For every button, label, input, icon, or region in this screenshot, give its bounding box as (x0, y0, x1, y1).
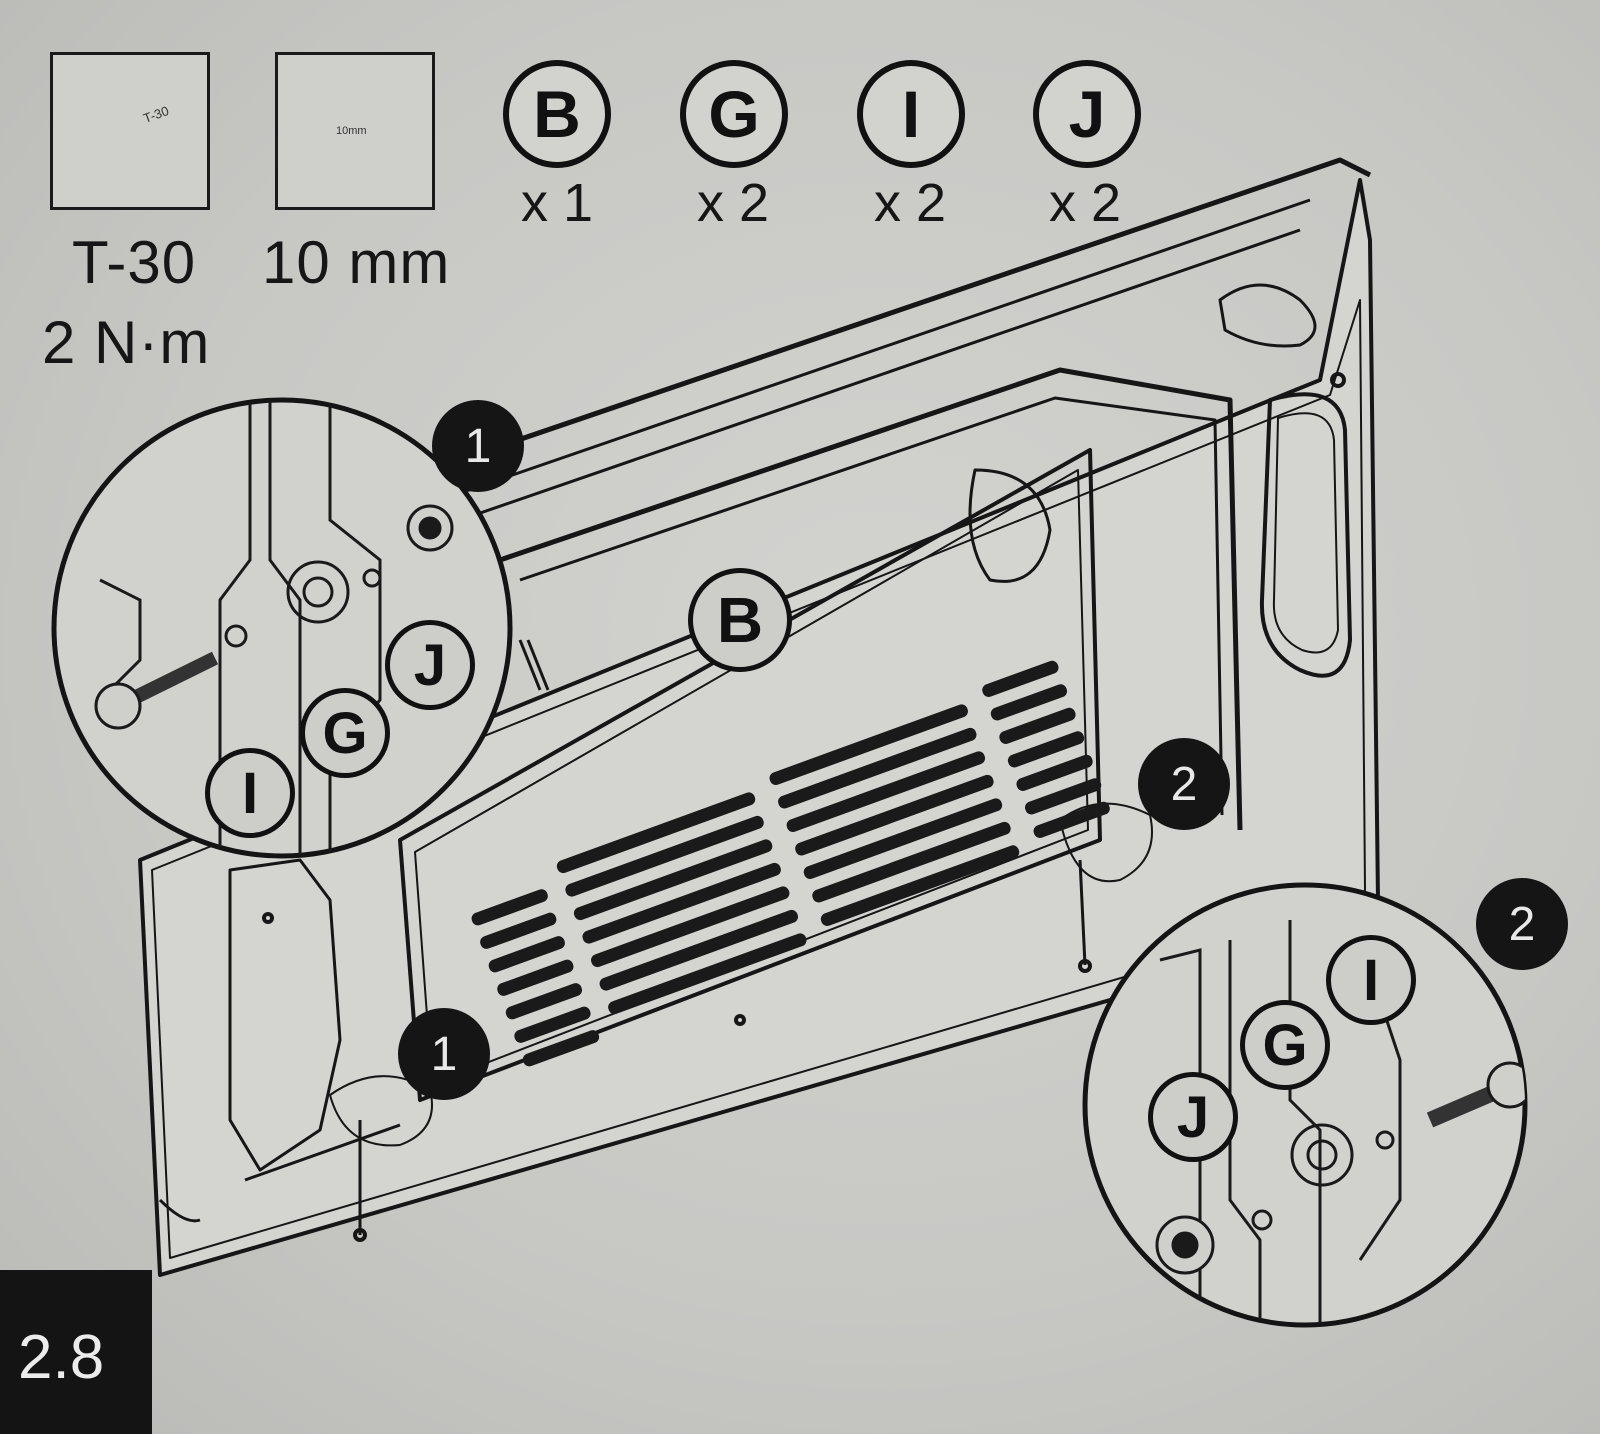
part-g-qty: x 2 (696, 173, 770, 233)
part-i-qty: x 2 (873, 173, 947, 233)
torx-bit-box: T-30 (50, 52, 210, 210)
socket-size-label: 10 mm (262, 229, 451, 296)
zoom-right-part-g: G (1240, 1000, 1330, 1090)
hex-socket-box: 10mm (275, 52, 435, 210)
part-g-circle: G (680, 60, 788, 168)
callout-2-zoom: 2 (1476, 878, 1568, 970)
zoom-left-part-i: I (205, 748, 295, 838)
callout-1-top: 1 (432, 400, 524, 492)
part-b-circle: B (503, 60, 611, 168)
zoom-left-part-g: G (300, 688, 390, 778)
zoom-right-part-j: J (1148, 1072, 1238, 1162)
panel-part-b-label: B (688, 568, 792, 672)
panel-outline (138, 157, 1380, 1277)
vent-slots (471, 660, 1110, 1067)
part-j-circle: J (1033, 60, 1141, 168)
step-number-badge: 2.8 (0, 1270, 152, 1434)
callout-2-panel: 2 (1138, 738, 1230, 830)
part-b-qty: x 1 (520, 173, 594, 233)
torque-label: 2 N·m (42, 309, 211, 376)
zoom-left-part-j: J (385, 620, 475, 710)
zoom-detail-left (51, 397, 513, 859)
callout-1-bottom: 1 (398, 1008, 490, 1100)
part-i-circle: I (857, 60, 965, 168)
torx-bit-icon: T-30 (141, 103, 171, 126)
torx-size-label: T-30 (72, 229, 197, 296)
hex-socket-icon: 10mm (336, 125, 367, 137)
zoom-right-part-i: I (1326, 935, 1416, 1025)
part-j-qty: x 2 (1048, 173, 1122, 233)
zoom-detail-right (1082, 882, 1528, 1328)
